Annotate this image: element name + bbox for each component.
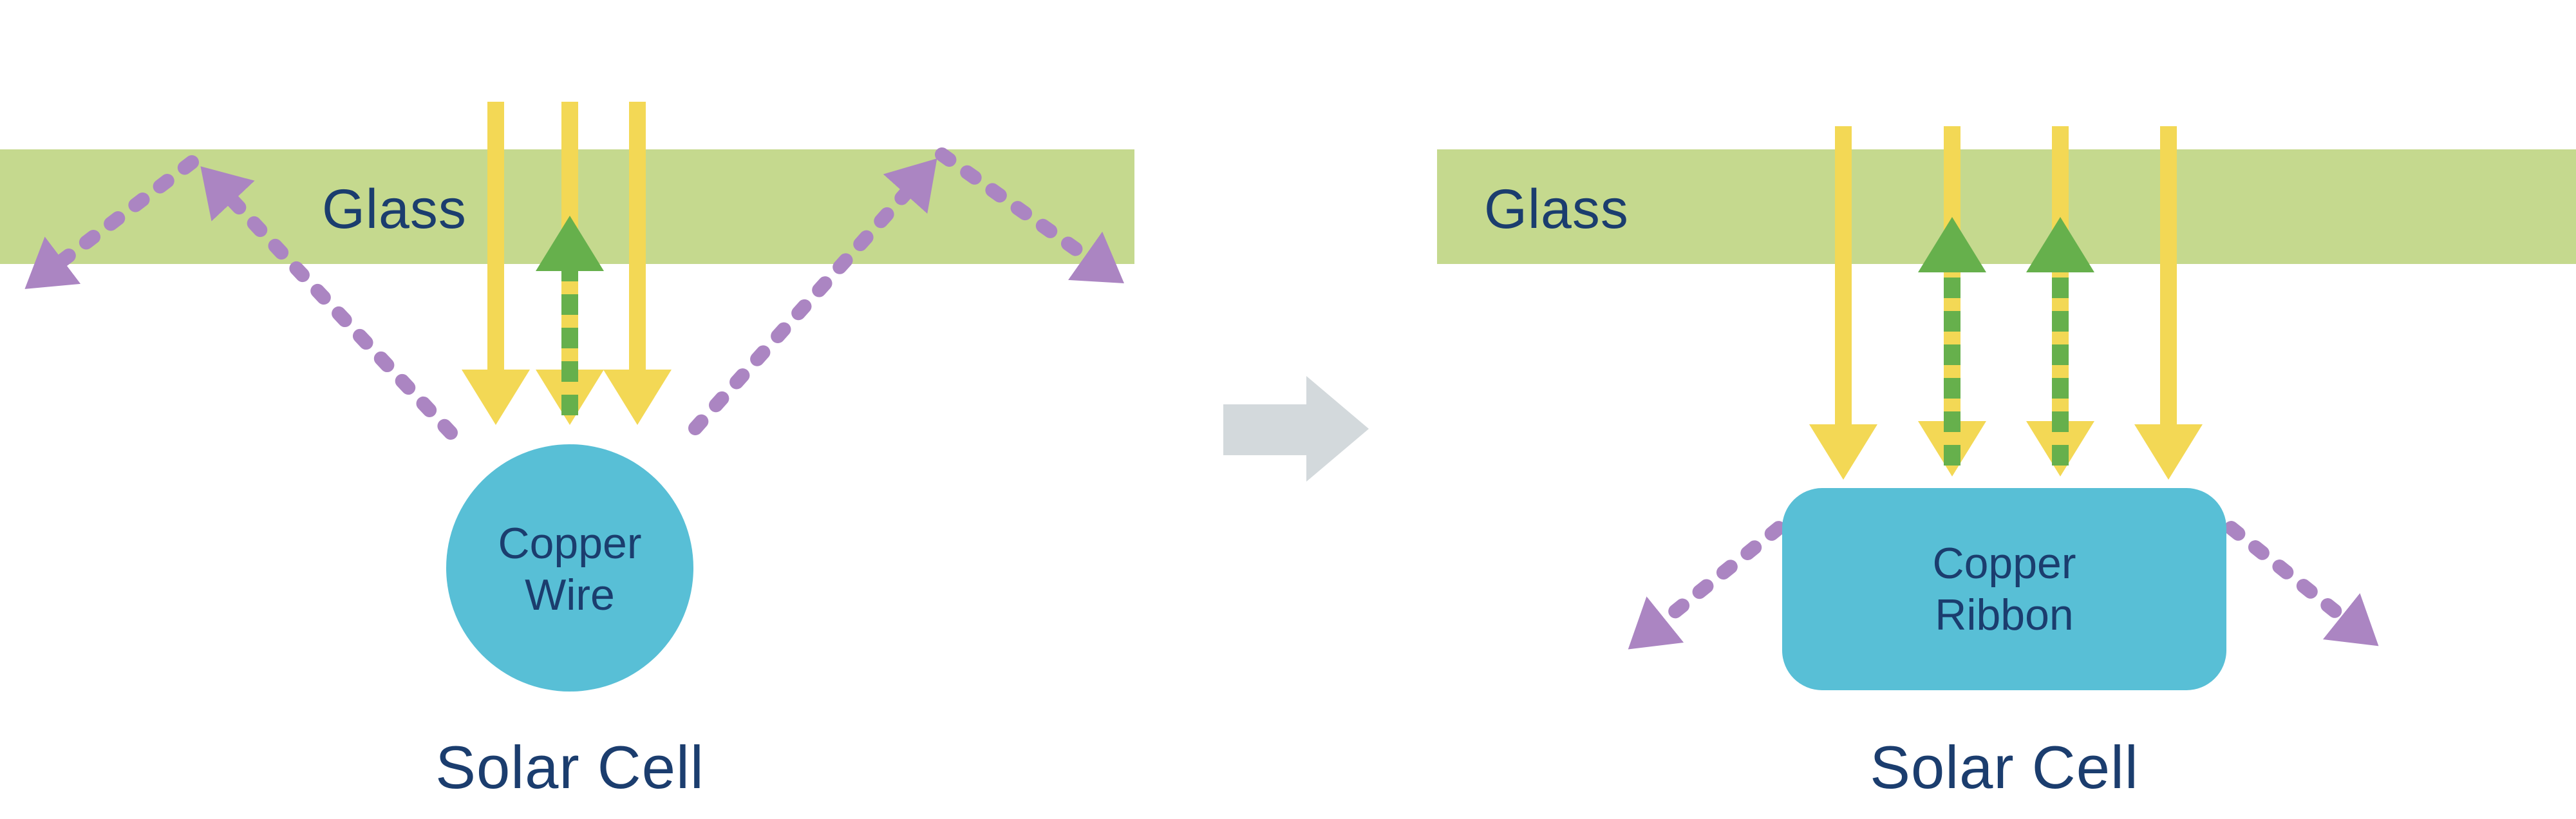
scattered-light-up-left xyxy=(200,166,458,440)
solar-cell-caption-right: Solar Cell xyxy=(1870,733,2139,801)
transition-arrow-icon xyxy=(1223,376,1369,482)
glass-label-right: Glass xyxy=(1484,178,1629,240)
copper-ribbon-shape xyxy=(1782,488,2226,690)
scattered-light-ribbon-right xyxy=(2200,502,2379,646)
copper-ribbon-label: Copper Ribbon xyxy=(1811,538,2197,641)
copper-ribbon-label-line2: Ribbon xyxy=(1935,590,2074,639)
copper-wire-shape xyxy=(446,444,693,692)
scattered-light-out-right xyxy=(935,147,1124,283)
copper-wire-label: Copper Wire xyxy=(409,518,731,621)
copper-ribbon-label-line1: Copper xyxy=(1932,539,2076,588)
copper-wire-label-line1: Copper xyxy=(498,519,642,568)
glass-layer-right xyxy=(1437,149,2576,264)
scattered-light-out-left xyxy=(24,155,199,289)
scattered-light-up-right xyxy=(688,158,937,435)
right-panel xyxy=(1437,126,2576,690)
copper-wire-label-line2: Wire xyxy=(525,570,615,619)
glass-label-left: Glass xyxy=(322,178,467,240)
left-panel xyxy=(0,102,1134,692)
scattered-light-ribbon-left xyxy=(1628,502,1810,650)
solar-cell-caption-left: Solar Cell xyxy=(435,733,704,801)
